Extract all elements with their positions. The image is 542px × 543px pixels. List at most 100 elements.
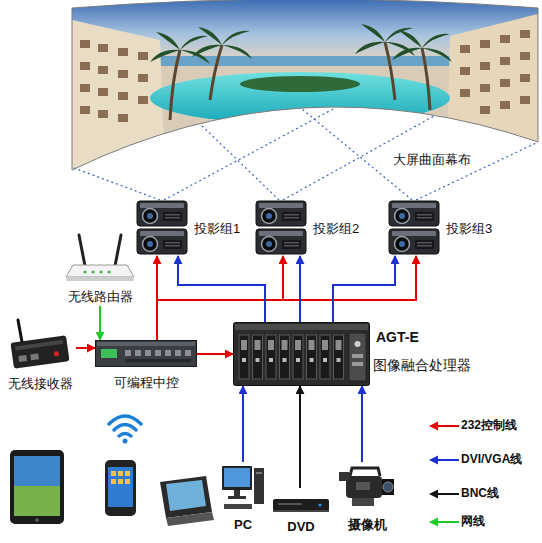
curved-screen-picture	[72, 0, 538, 186]
image-blending-processor-icon	[295, 340, 301, 350]
legend-line-sample	[435, 425, 459, 427]
image-blending-processor-icon	[323, 358, 327, 362]
wireless-receiver-icon	[4, 318, 76, 370]
pc-source: PC	[220, 462, 266, 534]
node-label: 投影组1	[194, 221, 240, 236]
node-label: DVD	[287, 519, 314, 534]
image-blending-processor-icon	[352, 362, 363, 366]
programmable-controller-icon	[175, 350, 181, 356]
programmable-controller-icon	[165, 350, 171, 356]
image-blending-processor-icon	[242, 358, 246, 362]
curved-screen-picture	[480, 62, 490, 70]
dvd-source-icon	[272, 496, 330, 514]
label-slot: 无线接收器	[4, 374, 76, 392]
image-blending-processor-icon	[268, 340, 274, 350]
image-blending-processor-icon	[235, 324, 368, 330]
legend-text: BNC线	[461, 486, 499, 502]
wireless-receiver-icon	[18, 320, 22, 342]
curved-screen-picture	[118, 114, 128, 122]
projector-group-icon	[147, 241, 153, 247]
projector-group-icon	[136, 200, 188, 256]
node-label: 可编程中控	[114, 375, 179, 390]
projector-group-icon	[266, 213, 272, 219]
tablet-icon	[35, 518, 39, 522]
curved-screen-picture	[500, 57, 510, 65]
curved-screen-picture	[240, 76, 360, 92]
curved-screen-picture	[500, 35, 510, 43]
curved-screen-picture	[460, 45, 470, 53]
wireless-router-icon	[79, 235, 85, 266]
image-blending-processor-icon	[307, 335, 317, 379]
projector-group-icon	[284, 245, 299, 247]
curved-screen-picture	[80, 106, 90, 114]
legend-arrowhead	[429, 518, 438, 527]
curved-screen-picture	[150, 72, 450, 124]
dvd-source-icon	[273, 499, 329, 511]
programmable-controller-icon	[97, 342, 195, 346]
curved-screen-picture	[80, 62, 90, 70]
label-slot: 无线路由器	[55, 287, 145, 305]
projector-group-icon	[165, 245, 180, 247]
node-label: 投影组2	[313, 221, 359, 236]
curved-screen-picture	[520, 96, 530, 104]
projection-beam	[74, 108, 536, 200]
curved-screen-picture	[138, 52, 148, 60]
programmable-controller-icon	[96, 341, 197, 367]
image-blending-processor-icon	[336, 340, 342, 350]
wireless-receiver-icon	[30, 353, 39, 360]
projector-group-icon	[163, 212, 182, 221]
projector-group-icon	[395, 209, 410, 224]
projector-group-icon	[259, 203, 303, 208]
curved-screen-picture	[460, 67, 470, 75]
projector-group-icon	[137, 229, 187, 254]
wifi-symbol	[114, 425, 136, 431]
curved-screen-picture	[210, 45, 222, 100]
signal-connector	[361, 386, 363, 462]
node-label: 投影组3	[446, 221, 492, 236]
image-blending-processor-icon	[334, 335, 344, 379]
image-blending-processor-icon	[253, 335, 263, 379]
dvd-source-icon	[273, 510, 329, 512]
projector-group-icon	[165, 217, 180, 219]
curved-screen-picture	[460, 30, 530, 114]
pc-source-icon	[224, 468, 250, 487]
wireless-router-icon	[108, 271, 111, 274]
image-blending-processor-icon	[296, 358, 300, 362]
projector-group-icon	[165, 214, 180, 216]
wireless-router-icon	[100, 271, 103, 274]
label-slot: AGT-E	[376, 328, 419, 346]
wireless-receiver-icon	[15, 340, 63, 351]
projector-group-icon	[143, 209, 158, 224]
signal-connector	[99, 306, 101, 340]
wireless-router-icon	[55, 232, 145, 284]
pc-source-icon	[256, 472, 262, 474]
projector-group-icon	[163, 240, 182, 249]
programmable-controller-icon	[95, 340, 197, 368]
phone-icon	[111, 471, 130, 484]
wireless-router-icon	[92, 271, 95, 274]
touch-panel-icon	[166, 512, 214, 526]
projector-group-icon	[255, 200, 307, 256]
image-blending-processor-icon	[233, 322, 370, 386]
programmable-controller-icon	[185, 350, 191, 356]
label-slot: DVD	[272, 517, 330, 535]
programmable-controller-icon	[145, 350, 151, 356]
legend-text: 网线	[461, 514, 485, 530]
camera-source-icon	[339, 472, 349, 481]
tablet-icon	[14, 456, 60, 516]
legend-line-sample	[429, 420, 459, 432]
curved-screen-picture	[98, 66, 108, 74]
projector-group-icon	[417, 245, 432, 247]
programmable-controller-icon	[95, 340, 197, 368]
image-blending-processor-icon	[322, 340, 328, 350]
touch-panel-icon	[166, 480, 206, 511]
projector-group-icon	[136, 200, 188, 256]
image-blending-processor-icon	[320, 335, 330, 379]
curved-screen-picture	[480, 40, 490, 48]
projector-group-icon	[282, 240, 301, 249]
projector-group-icon	[140, 203, 184, 208]
wifi-symbol	[123, 439, 128, 444]
projection-beam	[200, 124, 279, 200]
dvd-source-icon	[318, 503, 321, 506]
